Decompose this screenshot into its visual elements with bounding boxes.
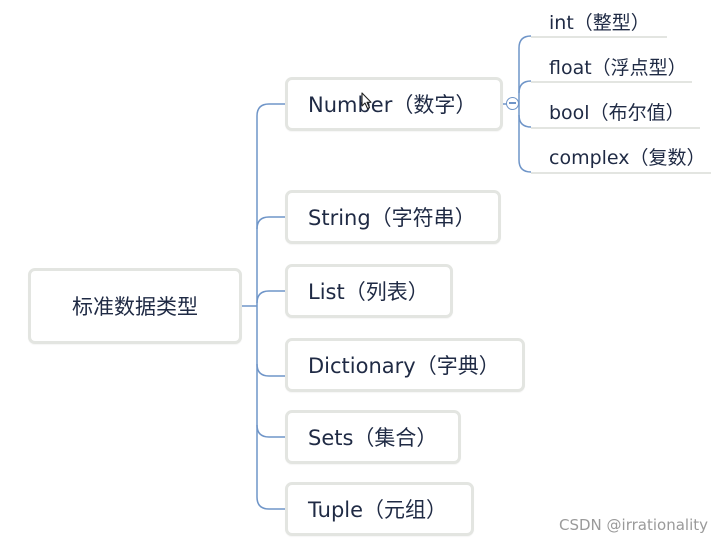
type-node-sets: Sets（集合） xyxy=(285,410,461,464)
type-label-dictionary: Dictionary（字典） xyxy=(308,354,500,378)
number-child-float-underline xyxy=(531,81,692,83)
type-label-string: String（字符串） xyxy=(308,206,476,230)
type-label-tuple: Tuple（元组） xyxy=(308,498,448,522)
type-node-dictionary: Dictionary（字典） xyxy=(285,338,525,392)
number-child-complex: complex（复数） xyxy=(549,147,706,169)
root-label: 标准数据类型 xyxy=(72,295,198,319)
type-node-list: List（列表） xyxy=(285,264,453,318)
type-node-tuple: Tuple（元组） xyxy=(285,482,474,536)
watermark: CSDN @irrationality xyxy=(559,516,708,534)
collapse-icon[interactable] xyxy=(506,97,519,110)
root-node: 标准数据类型 xyxy=(28,268,242,344)
type-node-string: String（字符串） xyxy=(285,190,501,244)
number-child-int: int（整型） xyxy=(549,12,650,34)
number-child-float: float（浮点型） xyxy=(549,57,687,79)
number-child-bool-underline xyxy=(531,127,700,129)
type-label-number: Number（数字） xyxy=(308,93,477,117)
number-child-complex-underline xyxy=(531,172,711,174)
type-label-list: List（列表） xyxy=(308,280,429,304)
number-child-int-underline xyxy=(531,36,667,38)
type-label-sets: Sets（集合） xyxy=(308,426,438,450)
mouse-cursor-icon xyxy=(361,92,372,110)
type-node-number: Number（数字） xyxy=(285,77,503,131)
number-child-bool: bool（布尔值） xyxy=(549,102,685,124)
